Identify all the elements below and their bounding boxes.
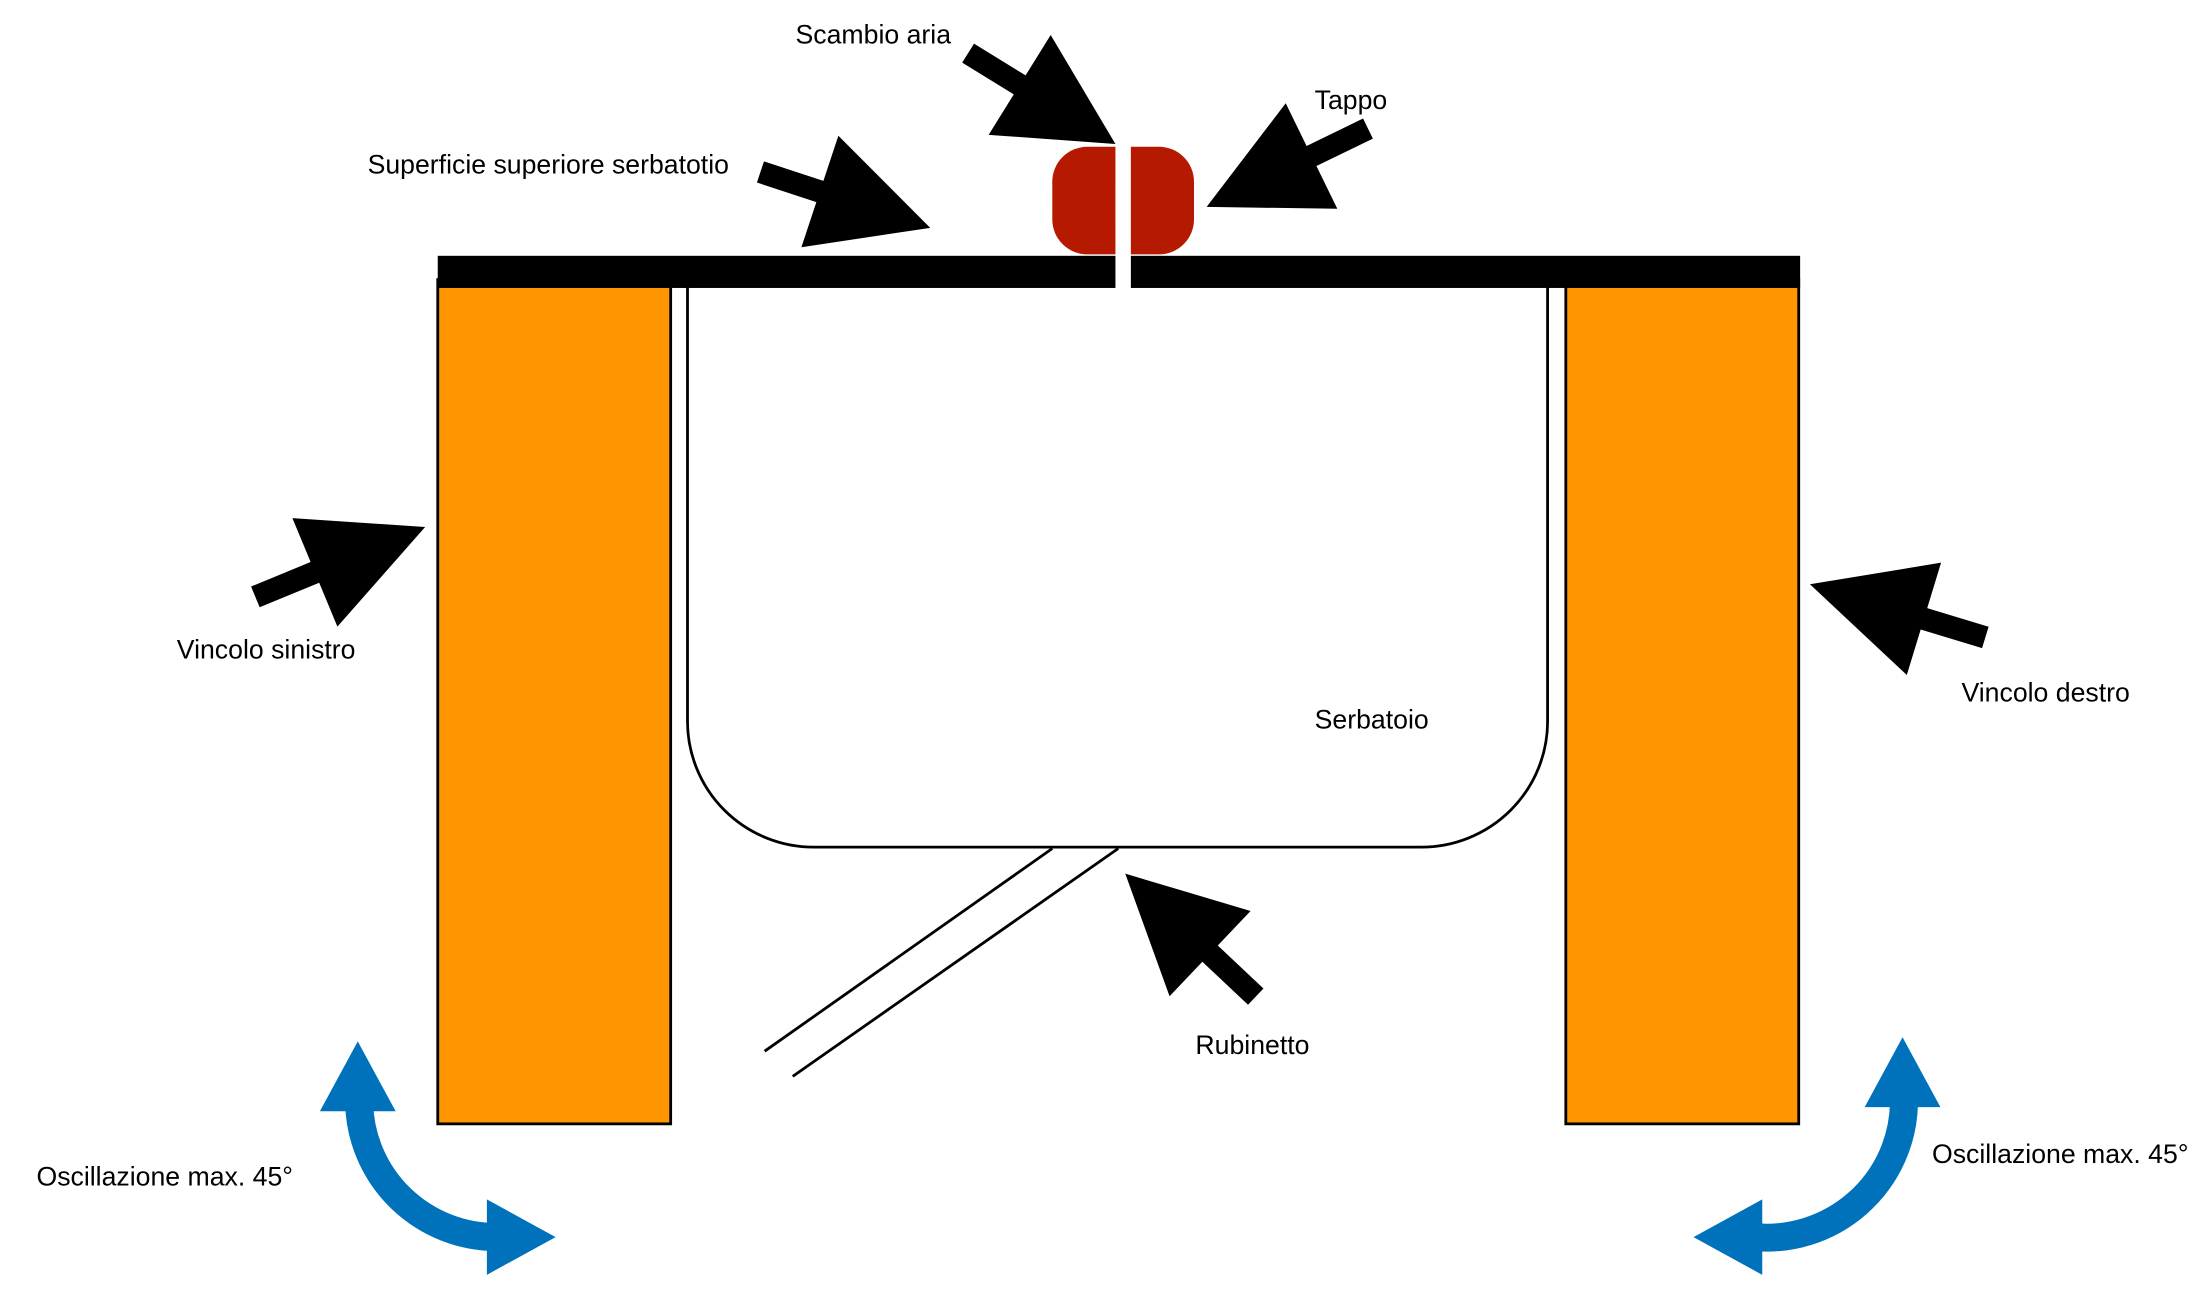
arrow-faucet xyxy=(1125,873,1264,1005)
top-surface-right xyxy=(1130,255,1801,288)
label-left-constraint: Vincolo sinistro xyxy=(177,634,356,664)
oscillation-arrow-right xyxy=(1693,1037,1941,1275)
arrow-top-surface xyxy=(756,135,931,248)
oscillation-arrow-left xyxy=(319,1041,556,1275)
label-faucet: Rubinetto xyxy=(1195,1030,1309,1060)
faucet-line-lower xyxy=(791,847,1120,1078)
cap-left-half xyxy=(1052,146,1116,255)
label-oscillation-right: Oscillazione max. 45° xyxy=(1932,1139,2188,1169)
label-tank: Serbatoio xyxy=(1315,704,1429,734)
arrow-air-exchange xyxy=(962,35,1116,144)
left-constraint xyxy=(436,278,673,1126)
label-air-exchange: Scambio aria xyxy=(796,19,952,49)
arrow-right-constraint xyxy=(1809,562,1989,675)
tank xyxy=(686,279,1549,849)
label-cap: Tappo xyxy=(1315,85,1388,115)
label-oscillation-left: Oscillazione max. 45° xyxy=(36,1161,292,1191)
arrow-left-constraint xyxy=(251,518,426,627)
cap-right-half xyxy=(1130,146,1195,255)
arrow-cap xyxy=(1206,103,1373,209)
top-surface-left xyxy=(437,255,1116,288)
faucet-line-upper xyxy=(763,847,1054,1053)
label-right-constraint: Vincolo destro xyxy=(1961,678,2129,708)
right-constraint xyxy=(1564,278,1801,1126)
label-top-surface: Superficie superiore serbatotio xyxy=(368,149,729,179)
